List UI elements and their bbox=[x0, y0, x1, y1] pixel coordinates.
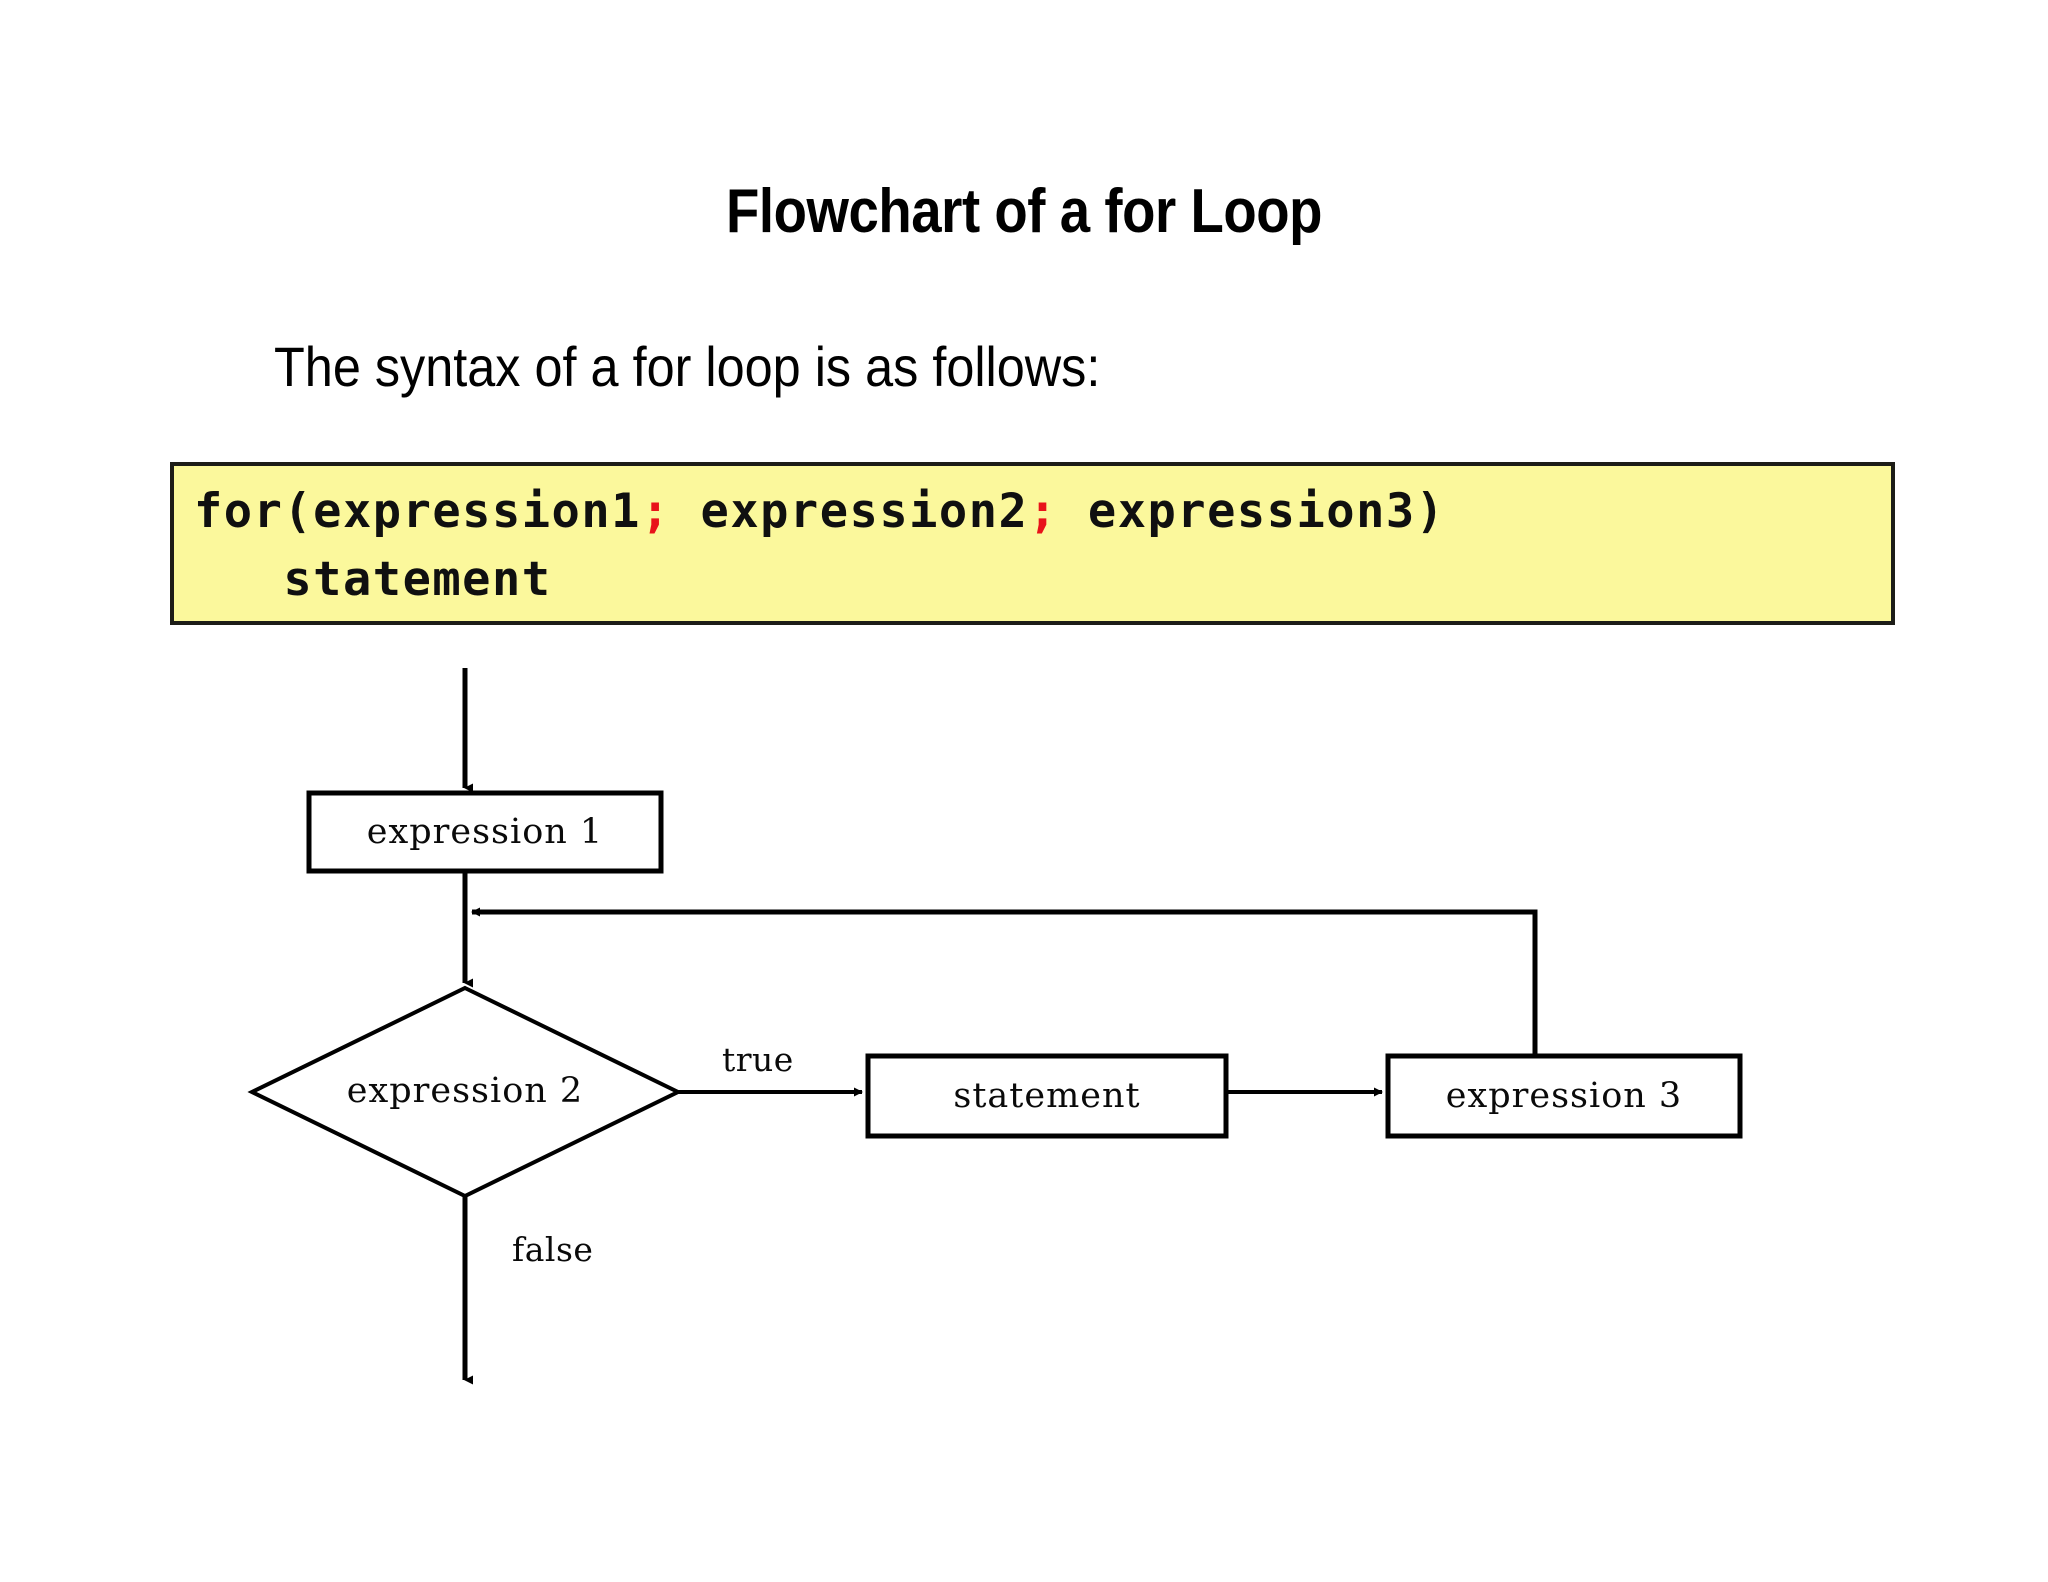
node-expression3-label: expression 3 bbox=[1445, 1076, 1683, 1116]
node-expression1-label: expression 1 bbox=[366, 812, 604, 852]
code-token-expression3: expression3) bbox=[1058, 484, 1446, 539]
code-token-expression2: expression2 bbox=[670, 484, 1029, 539]
subtitle-text: The syntax of a for loop is as follows: bbox=[274, 335, 1101, 398]
page-title: Flowchart of a for Loop bbox=[725, 177, 1323, 246]
code-token-for-expression1: for(expression1 bbox=[194, 484, 641, 539]
node-statement-label: statement bbox=[953, 1076, 1141, 1116]
node-expression2-label: expression 2 bbox=[346, 1071, 584, 1111]
node-expression1-shape bbox=[306, 790, 664, 874]
node-statement-shape bbox=[865, 1053, 1229, 1139]
code-semicolon-1: ; bbox=[640, 484, 671, 539]
code-line-2: statement bbox=[194, 552, 552, 607]
code-line-1: for(expression1; expression2; expression… bbox=[194, 486, 1445, 538]
code-semicolon-2: ; bbox=[1028, 484, 1059, 539]
edge-expression3-loopback bbox=[471, 907, 1538, 1056]
node-expression3-shape bbox=[1385, 1053, 1743, 1139]
edge-label-false: false bbox=[512, 1230, 594, 1269]
edge-label-true: true bbox=[722, 1040, 794, 1079]
syntax-code-box: for(expression1; expression2; expression… bbox=[170, 462, 1895, 625]
